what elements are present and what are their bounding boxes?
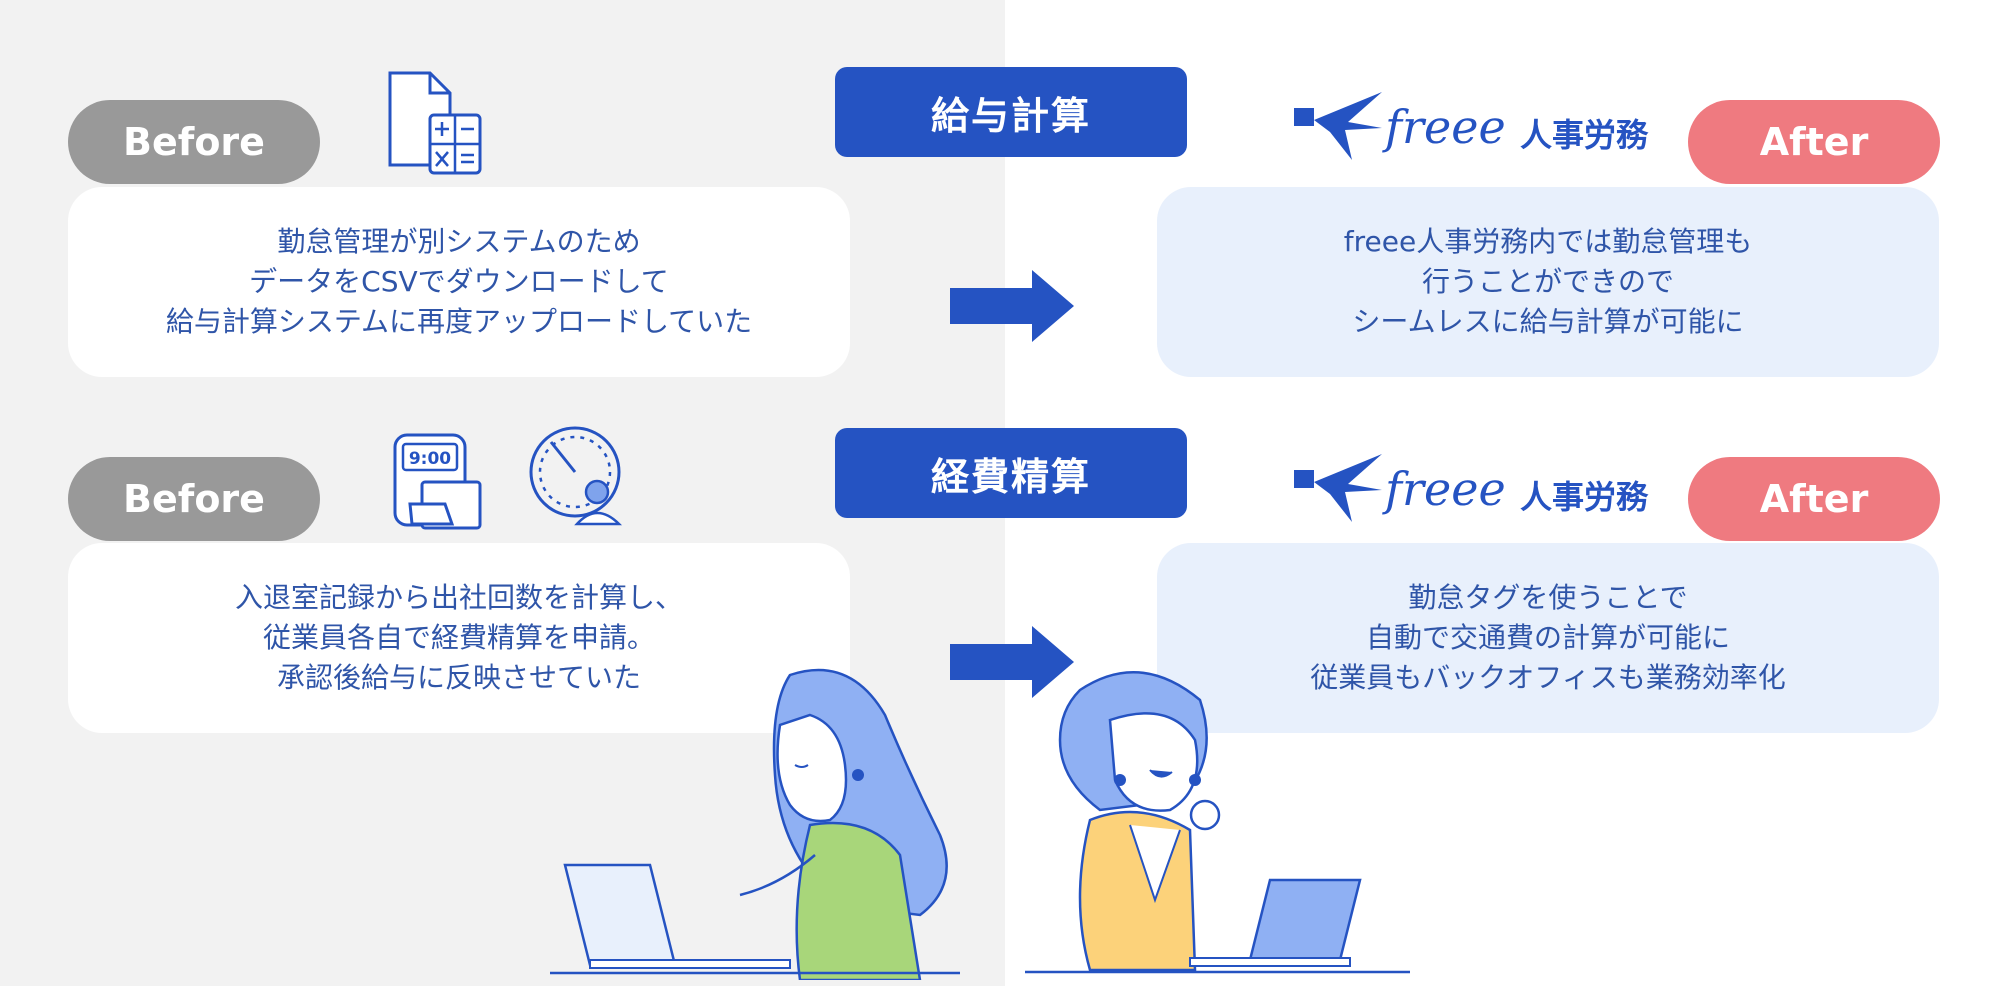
- after-text-line: 従業員もバックオフィスも業務効率化: [1310, 661, 1786, 694]
- after-description-card: 勤怠タグを使うことで 自動で交通費の計算が可能に 従業員もバックオフィスも業務効…: [1157, 543, 1939, 733]
- spreadsheet-calculator-icon: [388, 71, 482, 175]
- before-label: Before: [68, 100, 320, 184]
- after-label: After: [1688, 457, 1940, 541]
- freee-logo: freee 人事労務: [1290, 450, 1660, 530]
- time-clock-icon: 9:00: [393, 433, 482, 530]
- category-label: 経費精算: [835, 428, 1187, 518]
- after-text-line: 勤怠タグを使うことで: [1408, 581, 1688, 614]
- before-text-line: 入退室記録から出社回数を計算し、: [234, 581, 683, 614]
- before-text-line: 給与計算システムに再度アップロードしていた: [165, 305, 753, 338]
- logo-product: 人事労務: [1520, 478, 1649, 516]
- after-text-line: 自動で交通費の計算が可能に: [1365, 621, 1730, 654]
- logo-brand: freee: [1385, 100, 1506, 154]
- worried-woman-illustration: [550, 668, 960, 980]
- after-label: After: [1688, 100, 1940, 184]
- before-description-card: 勤怠管理が別システムのため データをCSVでダウンロードして 給与計算システムに…: [68, 187, 850, 377]
- after-text-line: freee人事労務内では勤怠管理も: [1343, 225, 1753, 258]
- deadline-person-icon: [529, 426, 623, 526]
- arrow-right-icon: [950, 270, 1074, 342]
- before-description-card: 入退室記録から出社回数を計算し、 従業員各自で経費精算を申請。 承認後給与に反映…: [68, 543, 850, 733]
- bird-logo-icon: [1294, 454, 1382, 522]
- freee-logo: freee 人事労務: [1290, 88, 1660, 168]
- before-text-line: 承認後給与に反映させていた: [276, 661, 641, 694]
- after-description-card: freee人事労務内では勤怠管理も 行うことができので シームレスに給与計算が可…: [1157, 187, 1939, 377]
- category-label: 給与計算: [835, 67, 1187, 157]
- logo-product: 人事労務: [1520, 116, 1649, 154]
- before-text-line: 従業員各自で経費精算を申請。: [262, 621, 655, 654]
- clock-time: 9:00: [409, 449, 451, 469]
- after-text-line: シームレスに給与計算が可能に: [1352, 305, 1744, 338]
- logo-brand: freee: [1385, 462, 1506, 516]
- bird-logo-icon: [1294, 92, 1382, 160]
- arrow-right-icon: [950, 626, 1074, 698]
- before-text-line: データをCSVでダウンロードして: [249, 265, 669, 298]
- before-text-line: 勤怠管理が別システムのため: [277, 225, 641, 258]
- happy-woman-illustration: [1025, 671, 1410, 974]
- before-label: Before: [68, 457, 320, 541]
- after-text-line: 行うことができので: [1421, 265, 1674, 298]
